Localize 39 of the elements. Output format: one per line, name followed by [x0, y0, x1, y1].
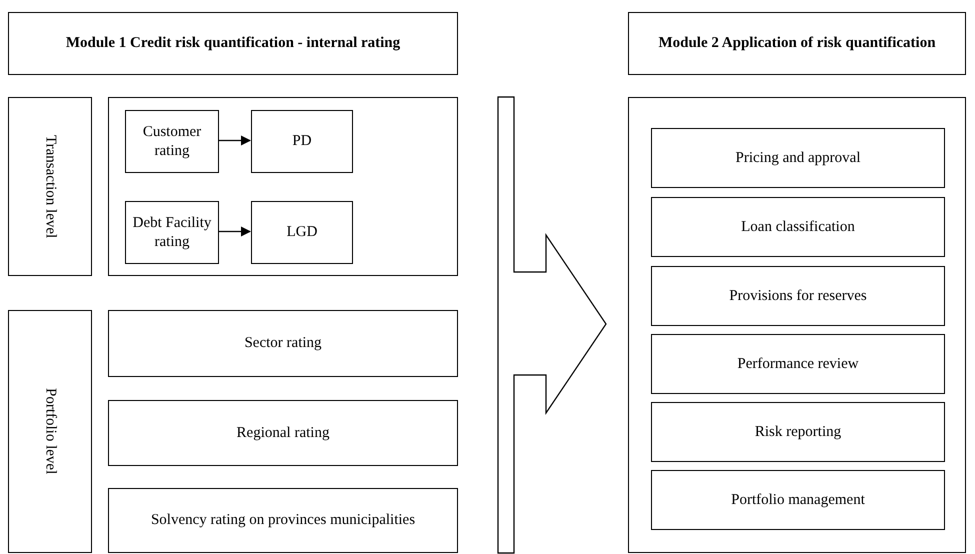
node-label: Customer rating [142, 122, 202, 160]
arrow [218, 136, 251, 146]
arrow [218, 226, 251, 236]
process-box [125, 110, 219, 173]
process-box [651, 197, 945, 257]
node-label: LGD [286, 223, 318, 242]
group-panel [628, 97, 966, 553]
node-label: Debt Facility rating [132, 214, 212, 252]
process-box [651, 402, 945, 462]
node-label: Sector rating [243, 334, 323, 353]
node-label: Loan classification [740, 218, 856, 236]
level-label-box [8, 310, 92, 553]
process-box [651, 266, 945, 326]
block-arrow [497, 96, 607, 554]
group-panel [108, 97, 458, 276]
node-label: Solvency rating on provinces municipalities [150, 511, 416, 530]
node-label: Portfolio management [730, 490, 866, 510]
node-label: Transaction level [41, 134, 60, 238]
node-label: Provisions for reserves [728, 286, 868, 306]
module-header [628, 12, 966, 75]
node-label: PD [291, 132, 313, 151]
process-box [125, 201, 219, 264]
process-box [651, 470, 945, 530]
node-label: Regional rating [236, 424, 330, 442]
process-box [108, 400, 458, 466]
process-box [251, 110, 353, 173]
node-label: Pricing and approval [734, 148, 862, 168]
node-label: Performance review [736, 354, 860, 374]
module-header [8, 12, 458, 75]
node-label: Portfolio level [41, 388, 60, 475]
header-text: Module 1 Credit risk quantification - internal rating [64, 34, 402, 53]
process-box [651, 128, 945, 188]
process-box [108, 310, 458, 377]
node-label: Risk reporting [754, 422, 842, 442]
process-box [251, 201, 353, 264]
header-text: Module 2 Application of risk quantification [657, 34, 937, 53]
process-box [108, 488, 458, 553]
process-box [651, 334, 945, 394]
level-label-box [8, 97, 92, 276]
